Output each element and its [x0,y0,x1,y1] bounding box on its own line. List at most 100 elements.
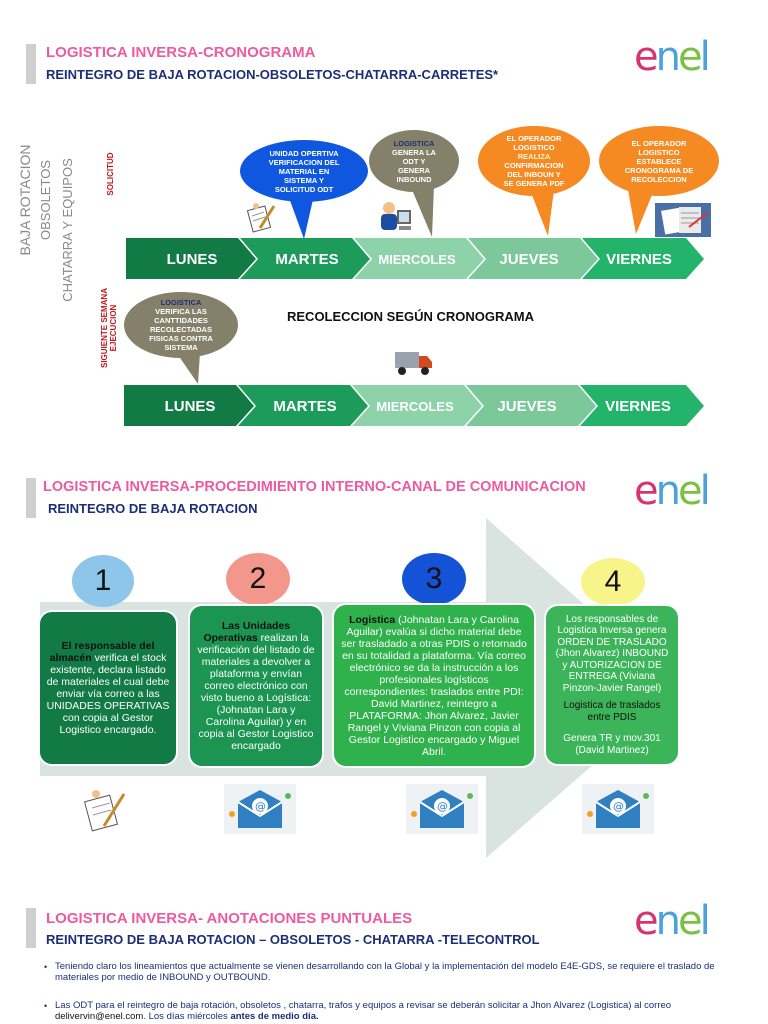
day-jueves: JUEVES [499,250,559,268]
bubble-head: LOGISTICA [393,138,435,148]
section3-subtitle: REINTEGRO DE BAJA ROTACION – OBSOLETOS -… [46,932,540,947]
computer-user-icon [381,202,411,230]
days-row-2-shapes [124,385,704,426]
bubble-tail [176,352,200,384]
step-number-2: 2 [226,553,290,605]
day-lunes-2: LUNES [164,397,216,415]
step-card-4: Los responsables de Logistica Inversa ge… [544,604,680,766]
bullet2-text-b: . Los días miércoles [143,1011,231,1022]
bubble-line: UNIDAD OPERTIVA [269,148,339,158]
section1-title: LOGISTICA INVERSA-CRONOGRAMA [46,44,316,61]
writing-person-icon [246,203,276,233]
bubble-operador-cronograma: EL OPERADOR LOGISTICO ESTABLECE CRONOGRA… [599,126,719,196]
bullet2-bold: antes de medio día. [230,1011,319,1022]
category-label-3: CHATARRA Y EQUIPOS [60,140,75,320]
section2-title: LOGISTICA INVERSA-PROCEDIMIENTO INTERNO-… [43,479,586,495]
side-label-3: CHATARRA Y EQUIPOS [60,158,75,302]
bubble-sub: CONFIRMACION [504,161,564,170]
days-row-1-shapes [126,238,704,279]
enel-logo: enel [634,468,711,514]
bubble-line: SOLICITUD ODT [274,184,334,194]
svg-text:@: @ [613,800,624,813]
bubble-tail [288,195,314,239]
step-card-3: Logistica (Johnatan Lara y Carolina Agui… [332,603,536,768]
svg-text:@: @ [437,800,448,813]
bullet-marker: • [44,1001,48,1011]
bullet2-text: Las ODT para el reintegro de baja rotaci… [55,1000,672,1011]
bubble-line: SISTEMA Y [283,175,324,185]
bubble-sub: REALIZA [517,152,551,161]
section-accent-bar [26,478,36,518]
bubble-line: RECOLECTADAS [150,325,212,334]
bubble-line: INBOUND [396,174,432,184]
day-martes: MARTES [275,250,339,268]
enel-logo: enel [634,34,711,80]
side-label-2: OBSOLETOS [38,160,53,240]
side-label-1: BAJA ROTACION [17,144,33,256]
step-text: verifica el stock existente, declara lis… [46,652,170,736]
bubble-line: CANTTIDADES [154,316,208,325]
step-number-3: 3 [402,553,466,605]
step-lead: Logistica [349,613,396,626]
bubble-tail [410,185,434,237]
email-icon: @ [582,784,654,834]
bubble-line: EL OPERADOR [631,138,687,148]
writing-person-icon [84,790,126,832]
recoleccion-label: RECOLECCION SEGÚN CRONOGRAMA [287,309,535,324]
note-bullet-1: Teniendo claro los lineamientos que actu… [55,961,715,983]
bubble-line: VERIFICA LAS [155,307,207,316]
bullet-marker: • [44,962,48,972]
bubble-sub: ESTABLECE [636,156,682,166]
calendar-doc-icon [655,203,711,237]
enel-logo: enel [634,898,711,944]
bubble-unidad-operativa: UNIDAD OPERTIVA VERIFICACION DEL MATERIA… [240,140,368,202]
day-viernes-2: VIERNES [605,397,671,415]
row1-label: SOLICITUD [106,152,115,196]
day-jueves-2: JUEVES [497,397,557,415]
day-lunes: LUNES [166,250,218,268]
bubble-logistica-odt: LOGISTICA GENERA LA ODT Y GENERA INBOUND [369,130,459,192]
step-lead: Las Unidades Operativas [203,620,291,644]
bubble-sub: DEL INBOUN Y [507,170,561,179]
bubble-line: FISICAS CONTRA [149,334,213,343]
bubble-tail [530,190,554,236]
step-bold: Logistica de traslados entre PDIS [563,700,661,723]
email-icon: @ [406,784,478,834]
svg-text:@: @ [255,800,266,813]
step-text: (Johnatan Lara y Carolina Aguilar) evalú… [341,613,527,758]
category-label-2: OBSOLETOS [38,100,53,300]
step-extra: Genera TR y mov.301 (David Martinez) [563,733,661,756]
bubble-line: GENERA [397,165,431,175]
section2-subtitle: REINTEGRO DE BAJA ROTACION [48,501,258,516]
section-accent-bar [26,44,36,84]
bubble-sub: RECOLECCION [631,174,687,184]
bubble-sub: CRONOGRAMA DE [624,165,694,175]
bubble-sub: SE GENERA PDF [503,179,565,188]
step-lead: El responsable del almacén [49,640,155,664]
bubble-line: EL OPERADOR [506,134,562,143]
day-martes-2: MARTES [273,397,337,415]
row2-label-1: SIGUIENTE SEMANA [100,288,109,369]
section-accent-bar [26,908,36,948]
step-card-1: El responsable del almacén verifica el s… [38,610,178,766]
note-bullet-2: Las ODT para el reintegro de baja rotaci… [55,1000,727,1022]
row2-label-2: EJECUCION [109,304,118,352]
bubble-line: LOGISTICO [638,147,680,157]
email-link[interactable]: delivervin@enel.com [55,1011,144,1022]
section1-subtitle: REINTEGRO DE BAJA ROTACION-OBSOLETOS-CHA… [46,67,499,82]
bubble-line: GENERA LA [392,147,436,157]
step-text: realizan la verificación del listado de … [197,632,315,752]
bubble-line: VERIFICACION DEL [268,157,340,167]
step-number-1: 1 [72,555,134,607]
bubble-logistica-verifica: LOGISTICA VERIFICA LAS CANTTIDADES RECOL… [124,292,238,358]
email-icon: @ [224,784,296,834]
bubble-line: ODT Y [402,156,426,166]
day-viernes: VIERNES [606,250,672,268]
section3-title: LOGISTICA INVERSA- ANOTACIONES PUNTUALES [46,910,413,927]
day-miercoles-2: MIERCOLES [376,398,454,414]
step-number-4: 4 [581,558,645,606]
row2-label: SIGUIENTE SEMANA EJECUCION [100,278,118,378]
bubble-tail [628,190,654,234]
day-miercoles: MIERCOLES [378,251,456,267]
category-label: BAJA ROTACION [17,100,33,300]
